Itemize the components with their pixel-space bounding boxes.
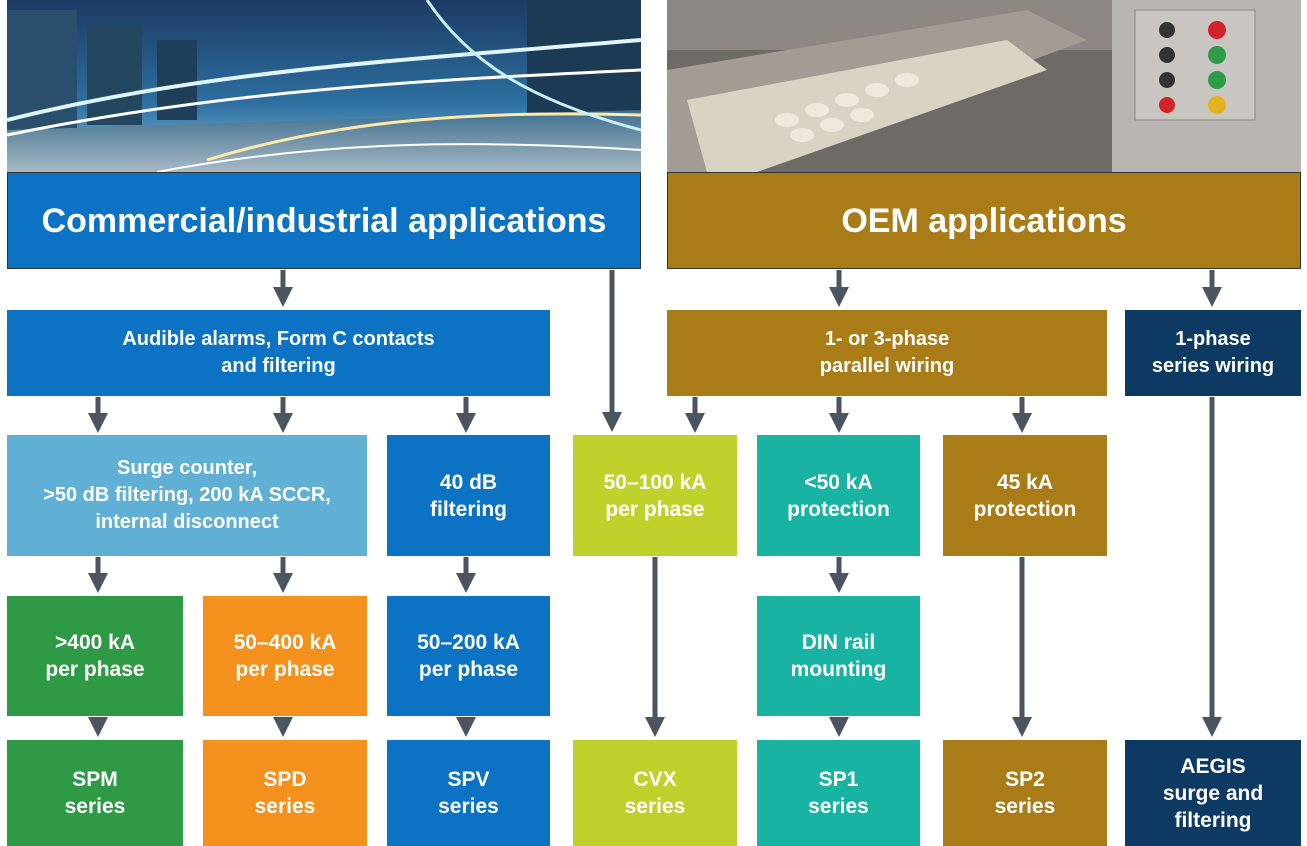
commercial-industrial-header: Commercial/industrial applications [7, 172, 641, 269]
city-traffic-photo [7, 0, 641, 172]
oem-header: OEM applications [667, 172, 1301, 269]
cvx-rating-box: 50–100 kA per phase [573, 435, 737, 556]
aegis-series-box: AEGIS surge and filtering [1125, 740, 1301, 846]
sp2-series-box: SP2 series [943, 740, 1107, 846]
cvx-series-box: CVX series [573, 740, 737, 846]
filtering-40db-box: 40 dB filtering [387, 435, 550, 556]
factory-conveyor-photo [667, 0, 1301, 172]
rating-50-400ka-box: 50–400 kA per phase [203, 596, 367, 716]
spd-series-box: SPD series [203, 740, 367, 846]
surge-counter-box: Surge counter, >50 dB filtering, 200 kA … [7, 435, 367, 556]
rating-50-200ka-box: 50–200 kA per phase [387, 596, 550, 716]
parallel-wiring-box: 1- or 3-phase parallel wiring [667, 310, 1107, 396]
sp1-series-box: SP1 series [757, 740, 920, 846]
spv-series-box: SPV series [387, 740, 550, 846]
rating-400ka-box: >400 kA per phase [7, 596, 183, 716]
din-rail-box: DIN rail mounting [757, 596, 920, 716]
alarms-feature-box: Audible alarms, Form C contacts and filt… [7, 310, 550, 396]
series-wiring-box: 1-phase series wiring [1125, 310, 1301, 396]
protection-45ka-box: 45 kA protection [943, 435, 1107, 556]
protection-50ka-box: <50 kA protection [757, 435, 920, 556]
spm-series-box: SPM series [7, 740, 183, 846]
